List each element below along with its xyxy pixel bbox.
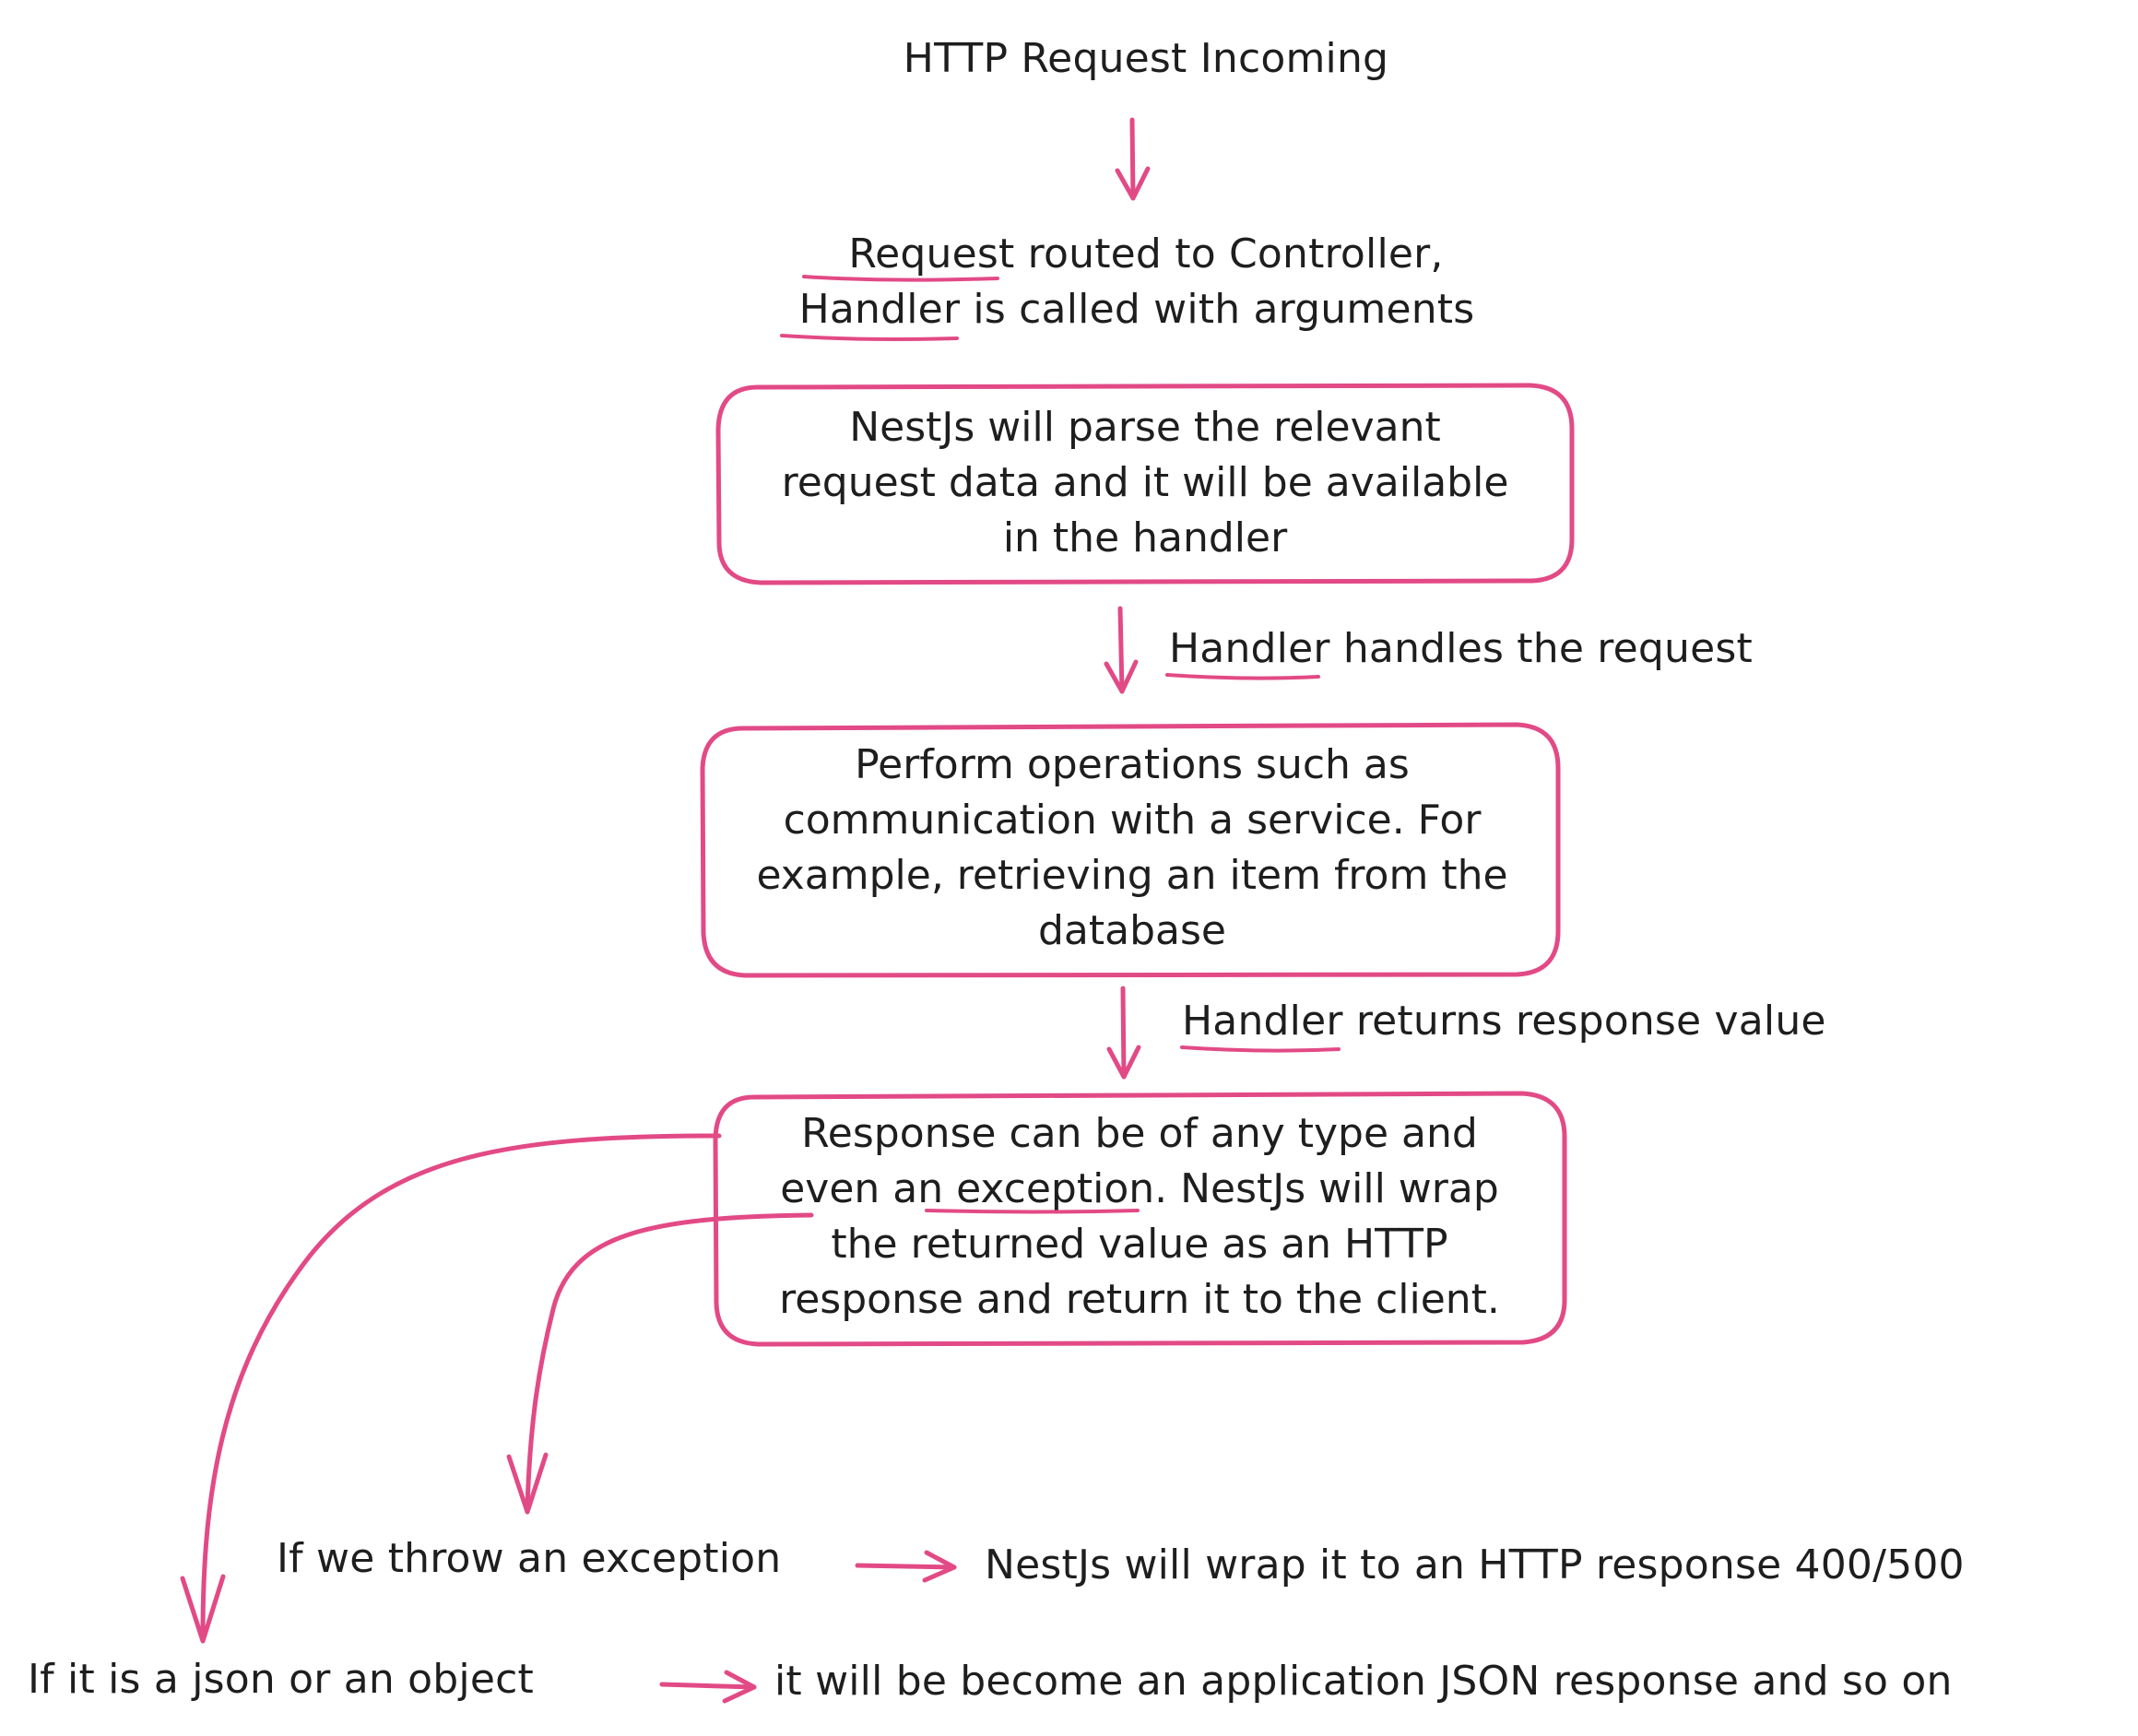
arrow-to-json-branch bbox=[180, 1133, 722, 1644]
handler-returns-label: Handler returns response value bbox=[1182, 998, 1826, 1045]
routed-to-controller-label: Request routed to Controller, bbox=[848, 230, 1443, 278]
arrow-json-result bbox=[659, 1670, 757, 1704]
exception-underline bbox=[925, 1209, 1140, 1214]
response-box-line-3: the returned value as an HTTP bbox=[831, 1221, 1447, 1268]
handler-handles-label: Handler handles the request bbox=[1169, 625, 1753, 672]
parse-box: NestJs will parse the relevant request d… bbox=[715, 383, 1575, 585]
request-underline bbox=[802, 275, 999, 282]
json-result-label: it will be become an application JSON re… bbox=[774, 1658, 1953, 1705]
response-box-line-4: response and return it to the client. bbox=[779, 1276, 1500, 1323]
handler-underline-1 bbox=[780, 334, 959, 341]
parse-box-line-2: request data and it will be available bbox=[782, 459, 1509, 506]
arrow-to-exception-branch bbox=[506, 1212, 814, 1515]
parse-box-line-1: NestJs will parse the relevant bbox=[849, 404, 1440, 451]
response-box: Response can be of any type and even an … bbox=[713, 1091, 1567, 1347]
exception-result-label: NestJs will wrap it to an HTTP response … bbox=[985, 1541, 1965, 1588]
if-json-label: If it is a json or an object bbox=[28, 1656, 534, 1703]
arrow-to-perform bbox=[1104, 606, 1139, 694]
handler-underline-2 bbox=[1165, 673, 1320, 680]
perform-box: Perform operations such as communication… bbox=[700, 722, 1561, 978]
http-request-label: HTTP Request Incoming bbox=[904, 35, 1388, 82]
arrow-to-routing bbox=[1115, 117, 1151, 201]
perform-box-line-1: Perform operations such as bbox=[855, 741, 1410, 788]
parse-box-line-3: in the handler bbox=[1003, 514, 1288, 561]
handler-called-label: Handler is called with arguments bbox=[799, 286, 1475, 333]
response-box-line-1: Response can be of any type and bbox=[801, 1110, 1478, 1157]
arrow-to-response bbox=[1106, 986, 1141, 1080]
handler-underline-3 bbox=[1180, 1045, 1341, 1053]
perform-box-line-2: communication with a service. For bbox=[784, 797, 1482, 844]
perform-box-line-3: example, retrieving an item from the bbox=[756, 852, 1507, 899]
arrow-exception-result bbox=[855, 1550, 957, 1583]
response-box-line-2: even an exception. NestJs will wrap bbox=[780, 1165, 1499, 1212]
perform-box-line-4: database bbox=[1038, 907, 1226, 954]
if-exception-label: If we throw an exception bbox=[277, 1535, 781, 1582]
